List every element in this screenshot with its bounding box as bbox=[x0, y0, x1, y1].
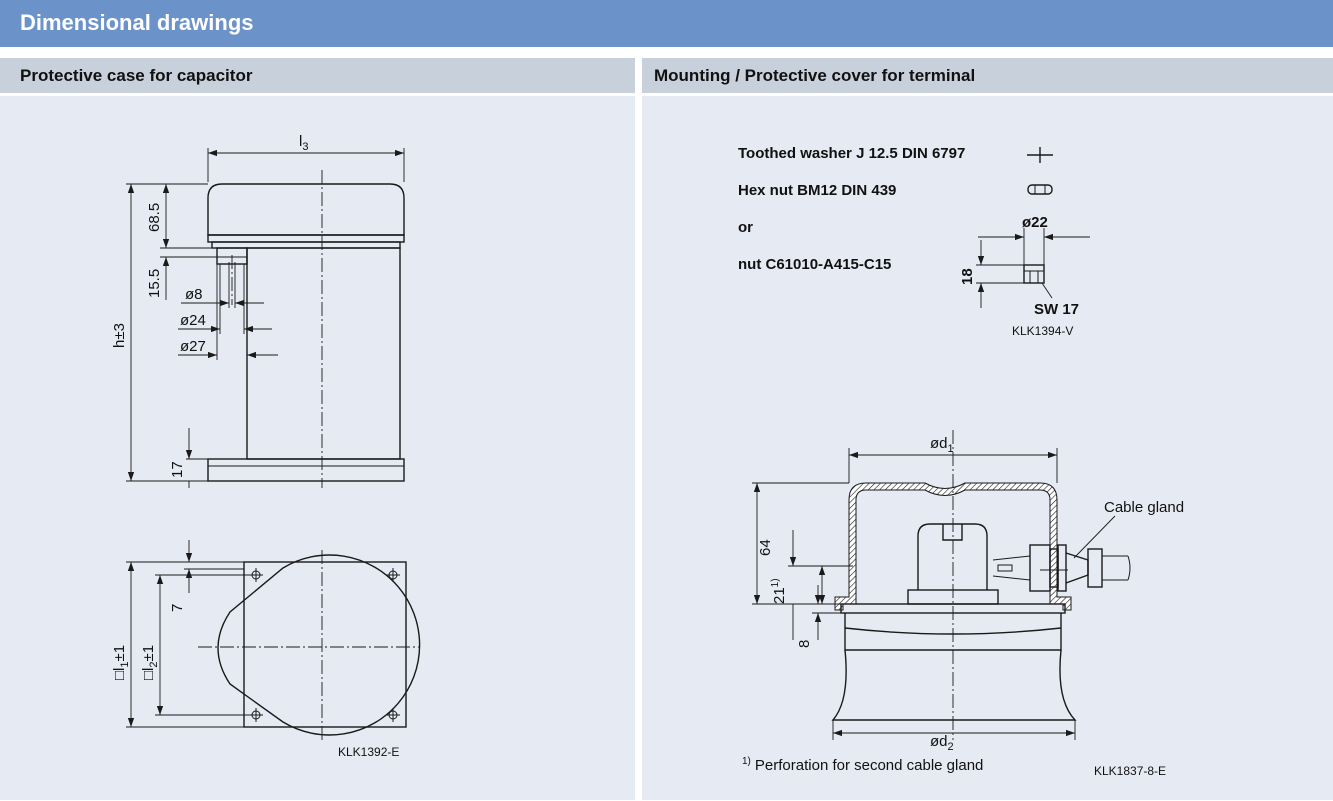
label-toothed-washer: Toothed washer J 12.5 DIN 6797 bbox=[738, 145, 965, 162]
footnote: 1)Perforation for second cable gland bbox=[742, 756, 983, 774]
dim-l1-label: □l1±1 bbox=[111, 645, 131, 680]
case-top-view: □l1±1 □l2±1 7 KLK1392-E bbox=[111, 540, 421, 759]
drawing-panel-left bbox=[0, 96, 635, 800]
dim-l3-label: l3 bbox=[299, 133, 308, 153]
dim-h-label: h±3 bbox=[111, 323, 128, 348]
dim-17-label: 17 bbox=[169, 461, 186, 478]
label-nut: nut C61010-A415-C15 bbox=[738, 256, 891, 273]
drawing-ref-right-top: KLK1394-V bbox=[1012, 324, 1073, 338]
dim-od2-label: ød2 bbox=[930, 733, 954, 753]
case-side-view: l3 68.5 15.5 h±3 17 ø8 ø24 ø27 bbox=[111, 133, 405, 488]
hex-nut-symbol bbox=[1027, 184, 1053, 195]
drawing-ref-right-bottom: KLK1837-8-E bbox=[1094, 764, 1166, 778]
case-cap-outline bbox=[207, 183, 405, 236]
dim-7-label: 7 bbox=[169, 604, 186, 612]
dim-o27-label: ø27 bbox=[180, 338, 206, 355]
cover-shell-hatched bbox=[834, 482, 1072, 611]
terminal-hardware: Toothed washer J 12.5 DIN 6797 Hex nut B… bbox=[738, 145, 1090, 338]
dim-18-label: 18 bbox=[959, 268, 976, 285]
dim-od1-label: ød1 bbox=[930, 435, 954, 455]
protective-cover-drawing: Cable gland ød1 ød2 64 211) 8 1)Perforat… bbox=[742, 430, 1184, 778]
dim-l2-label: □l2±1 bbox=[140, 645, 160, 680]
dim-21-label: 211) bbox=[770, 578, 788, 604]
terminal-slot bbox=[942, 524, 963, 541]
case-base bbox=[207, 458, 405, 482]
section-title-protective-case: Protective case for capacitor bbox=[0, 58, 635, 93]
label-or: or bbox=[738, 219, 753, 236]
section-title-mounting-cover: Mounting / Protective cover for terminal bbox=[642, 58, 1333, 93]
dim-64-label: 64 bbox=[757, 539, 774, 556]
label-hex-nut: Hex nut BM12 DIN 439 bbox=[738, 182, 896, 199]
cable-gland-body bbox=[1029, 544, 1051, 592]
dim-68-5-label: 68.5 bbox=[146, 203, 163, 232]
dim-o24-label: ø24 bbox=[180, 312, 206, 329]
dim-8-label: 8 bbox=[796, 640, 813, 648]
mounting-holes bbox=[249, 568, 400, 722]
case-cap-flange bbox=[211, 241, 401, 249]
label-cable-gland: Cable gland bbox=[1104, 499, 1184, 516]
capacitor-body bbox=[831, 649, 1077, 721]
dim-o8-label: ø8 bbox=[185, 286, 203, 303]
dim-15-5-label: 15.5 bbox=[146, 269, 163, 298]
nut-c61010-drawing bbox=[1023, 264, 1045, 284]
case-body-outline bbox=[246, 247, 401, 460]
drawing-ref-left: KLK1392-E bbox=[338, 745, 399, 759]
case-footprint-outline bbox=[217, 554, 421, 736]
terminal-post bbox=[917, 523, 988, 590]
drawing-panel-right bbox=[642, 96, 1333, 800]
dim-o22-label: ø22 bbox=[1022, 214, 1048, 231]
page-title: Dimensional drawings bbox=[0, 0, 1333, 47]
case-cap-rim bbox=[207, 234, 405, 243]
base-plate-outline bbox=[243, 561, 407, 728]
dim-sw17-label: SW 17 bbox=[1034, 301, 1079, 318]
